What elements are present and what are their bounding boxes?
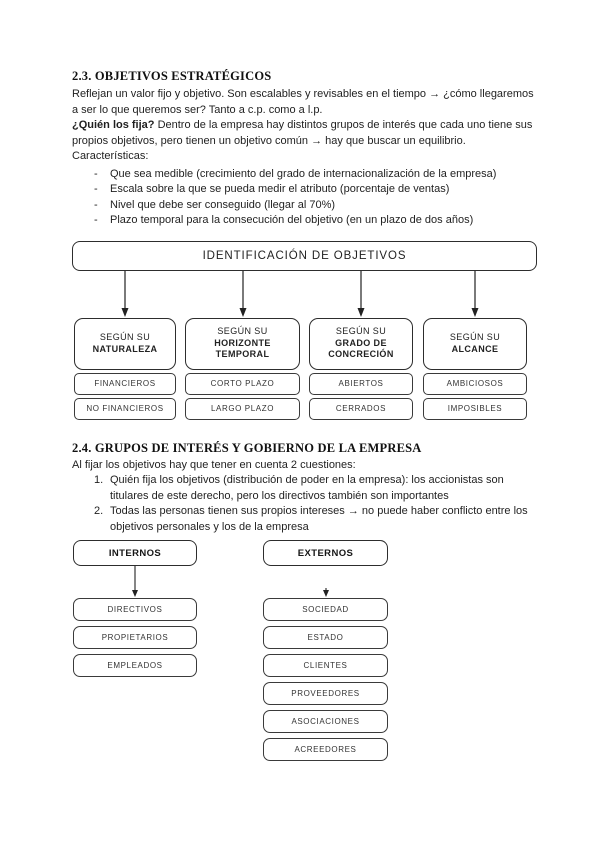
category-header-box: SEGÚN SU GRADO DE CONCRECIÓN xyxy=(309,317,413,370)
category-header-line2: HORIZONTE TEMPORAL xyxy=(214,337,271,360)
down-arrow-icon xyxy=(423,270,527,318)
stakeholder-box: PROVEEDORES xyxy=(263,682,388,705)
objectives-column-naturaleza: SEGÚN SU NATURALEZA FINANCIEROS NO FINAN… xyxy=(74,270,176,420)
features-bullet-list: - Que sea medible (crecimiento del grado… xyxy=(72,167,540,229)
bullet-text: Escala sobre la que se pueda medir el at… xyxy=(110,183,450,195)
who-sets-rest: Dentro de la empresa hay distintos grupo… xyxy=(72,119,533,147)
stakeholder-box: ACREEDORES xyxy=(263,738,388,761)
category-header-box: SEGÚN SU ALCANCE xyxy=(423,317,527,370)
item-text: Quién fija los objetivos (distribución d… xyxy=(110,474,504,502)
bullet-marker: - xyxy=(94,214,98,226)
section-2-4-heading: 2.4. GRUPOS DE INTERÉS Y GOBIERNO DE LA … xyxy=(72,440,422,455)
objectives-column-concrecion: SEGÚN SU GRADO DE CONCRECIÓN ABIERTOS CE… xyxy=(309,270,413,420)
stakeholder-box: PROPIETARIOS xyxy=(73,626,197,649)
bullet-text: Plazo temporal para la consecución del o… xyxy=(110,214,474,226)
down-arrow-icon xyxy=(185,270,300,318)
stakeholders-group-externos: EXTERNOS SOCIEDAD ESTADO CLIENTES PROVEE… xyxy=(263,540,388,766)
bullet-marker: - xyxy=(94,198,98,211)
stakeholders-group-internos: INTERNOS DIRECTIVOS PROPIETARIOS EMPLEAD… xyxy=(73,540,197,766)
group-header-box: INTERNOS xyxy=(73,540,197,566)
objectives-column-alcance: SEGÚN SU ALCANCE AMBICIOSOS IMPOSIBLES xyxy=(423,270,527,420)
category-item-box: NO FINANCIEROS xyxy=(74,397,176,420)
objectives-diagram-columns: SEGÚN SU NATURALEZA FINANCIEROS NO FINAN… xyxy=(74,270,527,420)
stakeholders-diagram: INTERNOS DIRECTIVOS PROPIETARIOS EMPLEAD… xyxy=(73,540,540,766)
category-header-line2: NATURALEZA xyxy=(92,343,158,354)
category-header-line2: GRADO DE CONCRECIÓN xyxy=(328,337,394,360)
bullet-marker: - xyxy=(94,183,98,195)
category-header-line1: SEGÚN SU xyxy=(217,326,268,337)
grupos-intro: Al fijar los objetivos hay que tener en … xyxy=(72,458,356,471)
numbered-item: 2. Todas las personas tienen sus propios… xyxy=(72,504,540,535)
category-item-box: IMPOSIBLES xyxy=(423,397,527,420)
category-header-line1: SEGÚN SU xyxy=(99,332,151,342)
bullet-item: - Plazo temporal para la consecución del… xyxy=(72,213,540,229)
category-header-line1: SEGÚN SU xyxy=(335,326,387,337)
bullet-item: - Escala sobre la que se pueda medir el … xyxy=(72,182,540,198)
group-header-box: EXTERNOS xyxy=(263,540,388,566)
bullet-marker: - xyxy=(94,167,98,180)
category-item-box: FINANCIEROS xyxy=(74,372,176,395)
bullet-text: Nivel que debe ser conseguido (llegar al… xyxy=(110,198,336,211)
bullet-item: - Nivel que debe ser conseguido (llegar … xyxy=(72,198,540,214)
category-header-line1: SEGÚN SU xyxy=(449,332,501,342)
who-sets-paragraph: ¿Quién los fija? Dentro de la empresa ha… xyxy=(72,118,540,149)
stakeholder-box: SOCIEDAD xyxy=(263,598,388,621)
down-arrowhead-icon xyxy=(263,566,388,598)
numbered-item: 1. Quién fija los objetivos (distribució… xyxy=(72,473,540,504)
bullet-item: - Que sea medible (crecimiento del grado… xyxy=(72,167,540,183)
item-text: Todas las personas tienen sus propios in… xyxy=(110,505,528,533)
bullet-text: Que sea medible (crecimiento del grado d… xyxy=(110,167,497,180)
down-arrow-icon xyxy=(74,270,176,318)
down-arrow-icon xyxy=(73,566,197,598)
stakeholder-box: CLIENTES xyxy=(263,654,388,677)
item-number: 1. xyxy=(94,474,104,486)
stakeholder-box: ESTADO xyxy=(263,626,388,649)
category-header-box: SEGÚN SU NATURALEZA xyxy=(74,317,176,370)
category-header-box: SEGÚN SU HORIZONTE TEMPORAL xyxy=(185,317,300,370)
stakeholder-box: ASOCIACIONES xyxy=(263,710,388,733)
stakeholder-box: DIRECTIVOS xyxy=(73,598,197,621)
who-sets-question-bold: ¿Quién los fija? xyxy=(72,119,155,131)
objectives-diagram-title-box: IDENTIFICACIÓN DE OBJETIVOS xyxy=(72,240,537,271)
category-header-line2: ALCANCE xyxy=(451,343,499,354)
objectives-diagram: IDENTIFICACIÓN DE OBJETIVOS SEGÚN SU NAT… xyxy=(72,240,537,420)
page-content: 2.3. OBJETIVOS ESTRATÉGICOS Reflejan un … xyxy=(72,69,540,766)
item-number: 2. xyxy=(94,505,104,517)
grupos-numbered-list: 1. Quién fija los objetivos (distribució… xyxy=(72,473,540,535)
section-2-3-heading: 2.3. OBJETIVOS ESTRATÉGICOS xyxy=(72,69,272,83)
stakeholder-box: EMPLEADOS xyxy=(73,654,197,677)
category-item-box: AMBICIOSOS xyxy=(423,372,527,395)
features-label: Características: xyxy=(72,150,149,162)
category-item-box: LARGO PLAZO xyxy=(185,397,300,420)
category-item-box: ABIERTOS xyxy=(309,372,413,395)
category-item-box: CERRADOS xyxy=(309,397,413,420)
category-item-box: CORTO PLAZO xyxy=(185,372,300,395)
down-arrow-icon xyxy=(309,270,413,318)
objectives-column-horizonte: SEGÚN SU HORIZONTE TEMPORAL CORTO PLAZO … xyxy=(185,270,300,420)
intro-paragraph: Reflejan un valor fijo y objetivo. Son e… xyxy=(72,88,534,116)
